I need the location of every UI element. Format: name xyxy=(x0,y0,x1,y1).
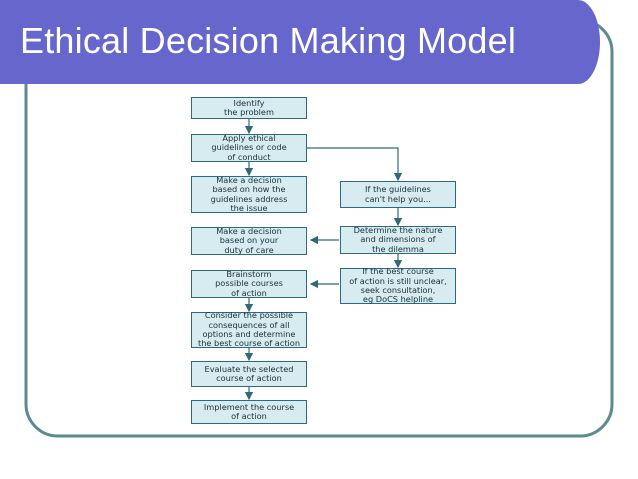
step-brainstorm: Brainstorm possible courses of action xyxy=(191,269,307,298)
step-guidelines-cant-help: If the guidelines can't help you... xyxy=(340,181,456,208)
step-apply-guidelines: Apply ethical guidelines or code of cond… xyxy=(191,133,307,162)
slide-title: Ethical Decision Making Model xyxy=(20,20,517,61)
arrow-apply-to-guidelines xyxy=(307,147,403,182)
title-bar xyxy=(0,0,600,85)
step-decide-guidelines: Make a decision based on how the guideli… xyxy=(191,175,307,213)
step-implement: Implement the course of action xyxy=(191,400,307,424)
step-consider-consequences: Consider the possible consequences of al… xyxy=(191,310,307,348)
step-determine-nature: Determine the nature and dimensions of t… xyxy=(340,225,456,254)
step-seek-consultation: If the best course of action is still un… xyxy=(340,266,456,304)
step-evaluate: Evaluate the selected course of action xyxy=(191,361,307,387)
step-identify-problem: Identify the problem xyxy=(191,97,307,119)
step-decide-duty-of-care: Make a decision based on your duty of ca… xyxy=(191,226,307,255)
